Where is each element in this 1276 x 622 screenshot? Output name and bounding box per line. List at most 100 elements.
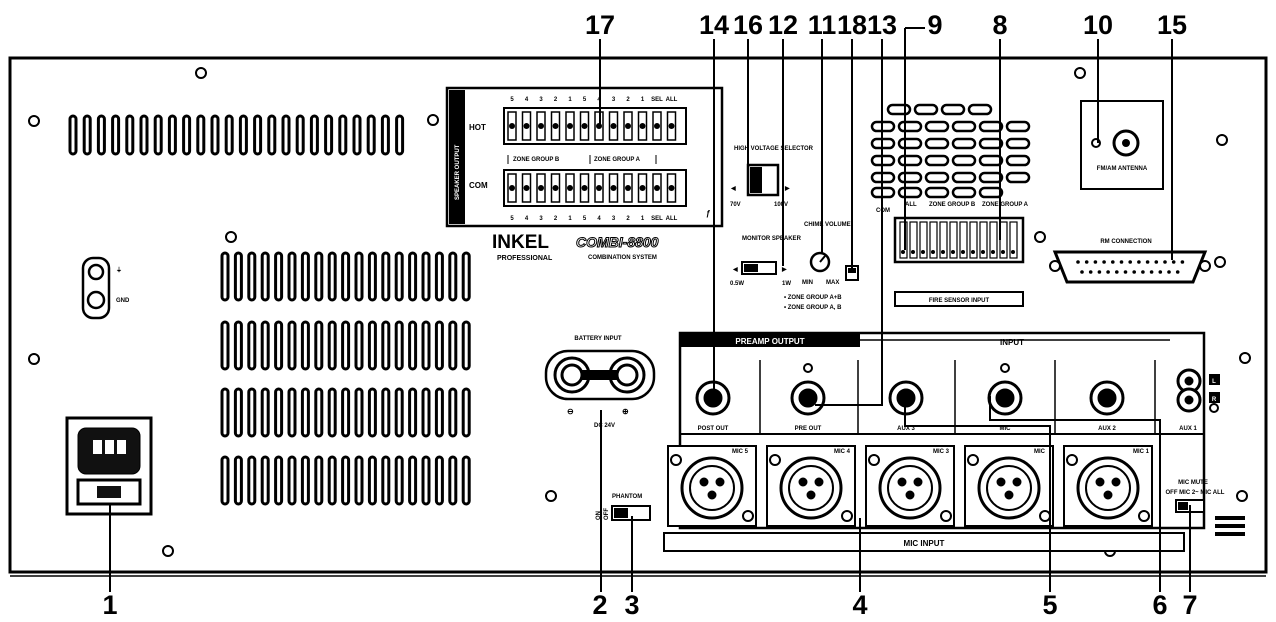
vent-slot bbox=[367, 387, 377, 438]
terminal-number: ALL bbox=[666, 216, 678, 222]
vent-slot bbox=[82, 114, 92, 156]
jack-hole bbox=[1097, 388, 1117, 408]
vent-slot bbox=[220, 251, 230, 302]
vent-slot bbox=[274, 320, 284, 371]
vent-slot bbox=[408, 455, 418, 506]
db25-pin bbox=[1115, 270, 1119, 274]
vent-slot bbox=[354, 387, 364, 438]
mic3-label: MIC 3 bbox=[933, 449, 950, 455]
plate-screw bbox=[1039, 510, 1051, 522]
gnd-label: GND bbox=[116, 298, 130, 304]
vent-slot bbox=[461, 251, 471, 302]
xlr-pin bbox=[1095, 477, 1105, 487]
vent-slot bbox=[394, 251, 404, 302]
db25-pin bbox=[1097, 270, 1102, 274]
vent-slot bbox=[260, 320, 270, 371]
plate-screw bbox=[841, 510, 853, 522]
r-label: R bbox=[1212, 397, 1217, 403]
db25-pin bbox=[1167, 270, 1171, 274]
vent-slot bbox=[247, 455, 257, 506]
fire-terminal bbox=[929, 221, 938, 259]
gnd-terminal: ⏚ GND bbox=[81, 256, 130, 320]
vent-slot bbox=[274, 455, 284, 506]
vent-slot bbox=[125, 114, 135, 156]
terminal-number: 1 bbox=[568, 97, 572, 103]
vent-slot bbox=[220, 455, 230, 506]
vent-slot bbox=[314, 320, 324, 371]
preamp-label: PREAMP OUTPUT bbox=[735, 337, 804, 346]
db25-pin bbox=[1163, 260, 1167, 264]
vent-slot bbox=[341, 387, 351, 438]
vent-slot bbox=[139, 114, 149, 156]
vent-slot bbox=[448, 251, 458, 302]
db25-pin bbox=[1106, 270, 1110, 274]
plate-screw bbox=[1138, 510, 1150, 522]
fire-terminal bbox=[909, 221, 918, 259]
terminal-screw bbox=[654, 185, 660, 191]
vent-slot bbox=[341, 455, 351, 506]
callout-18: 18 bbox=[837, 10, 867, 40]
terminal-screw bbox=[567, 123, 573, 129]
fire-top-label: ZONE GROUP A bbox=[982, 202, 1029, 208]
mic2-label: MIC bbox=[1034, 449, 1046, 455]
fire-terminal bbox=[899, 221, 908, 259]
mic-xlr-inputs bbox=[667, 445, 1153, 527]
vent-slot bbox=[196, 114, 206, 156]
triangle-left-icon: ◀ bbox=[730, 185, 736, 192]
xlr-pin bbox=[996, 477, 1006, 487]
vent-slot bbox=[924, 137, 950, 150]
callout-numbers: 1 2 3 4 5 6 7 8 9 10 11 12 13 14 15 16 1… bbox=[102, 10, 1197, 620]
vent-slot bbox=[913, 103, 939, 116]
vent-slot bbox=[295, 114, 305, 156]
fire-sensor-input: COM ALL ZONE GROUP B ZONE GROUP A FIRE S… bbox=[876, 202, 1029, 307]
fire-terminal bbox=[969, 221, 978, 259]
vent-slot bbox=[182, 114, 192, 156]
vent-slot bbox=[380, 114, 390, 156]
vent-slot bbox=[897, 137, 923, 150]
vent-slot bbox=[327, 455, 337, 506]
plate-screw bbox=[742, 510, 754, 522]
terminal-screw bbox=[523, 185, 530, 191]
vent-slot bbox=[461, 455, 471, 506]
terminal-number: 1 bbox=[641, 216, 645, 222]
fire-terminal bbox=[989, 221, 998, 259]
com-label: COM bbox=[469, 181, 488, 190]
vent-slot bbox=[287, 387, 297, 438]
l-label: L bbox=[1212, 379, 1216, 385]
speaker-output: SPEAKER OUTPUT HOT COM 55443322115544332… bbox=[445, 86, 724, 228]
vent-slot bbox=[421, 320, 431, 371]
vent-slot bbox=[381, 320, 391, 371]
vent-slot bbox=[1005, 120, 1031, 133]
battery-input: BATTERY INPUT ⊖ ⊕ DC 24V bbox=[544, 336, 656, 429]
vent-slot bbox=[111, 114, 121, 156]
callout-2: 2 bbox=[592, 590, 607, 620]
vent-slot bbox=[314, 251, 324, 302]
zone-group-a-label: ZONE GROUP A bbox=[594, 157, 641, 163]
db25-pin bbox=[1119, 260, 1124, 264]
db25-pin bbox=[1084, 260, 1089, 264]
vent-slot bbox=[951, 137, 977, 150]
vent-slot bbox=[408, 251, 418, 302]
callout-17: 17 bbox=[585, 10, 615, 40]
brand-sub: PROFESSIONAL bbox=[497, 255, 553, 262]
fire-top-label: ZONE GROUP B bbox=[929, 202, 976, 208]
vent-slot bbox=[897, 186, 923, 199]
vent-slot bbox=[96, 114, 106, 156]
fire-terminal bbox=[1009, 221, 1018, 259]
vent-slot bbox=[448, 387, 458, 438]
terminal-screw bbox=[509, 185, 515, 191]
xlr-inner bbox=[689, 465, 735, 511]
vent-slot bbox=[367, 251, 377, 302]
vent-slot bbox=[367, 455, 377, 506]
vent-slot bbox=[395, 114, 405, 156]
fire-terminal bbox=[949, 221, 958, 259]
terminal-screw bbox=[921, 250, 925, 254]
terminal-screw bbox=[596, 185, 602, 191]
vent-slot bbox=[967, 103, 993, 116]
xlr-inner bbox=[986, 465, 1032, 511]
phantom-label: PHANTOM bbox=[612, 494, 642, 500]
terminal-screw bbox=[639, 185, 646, 191]
vent-slot bbox=[287, 455, 297, 506]
db25-pin bbox=[1128, 260, 1132, 264]
vent-slot bbox=[421, 251, 431, 302]
